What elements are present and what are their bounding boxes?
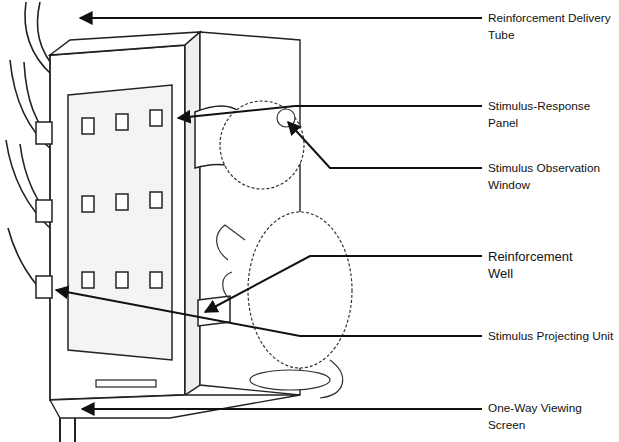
callout-label: One-Way Viewing Screen [486, 400, 618, 434]
callout-label: Stimulus-Response Panel [486, 98, 618, 132]
projecting-units [36, 122, 52, 298]
floor-slot [96, 380, 156, 387]
monkey [217, 101, 352, 398]
response-keys [82, 110, 162, 288]
response-panel [68, 85, 172, 360]
box-top [50, 32, 200, 55]
callout-label: Reinforcement Well [486, 248, 600, 282]
panel-wall [50, 45, 185, 400]
screen-post [59, 418, 61, 442]
leader-lines [56, 18, 482, 409]
callout-label: Stimulus Observation Window [486, 160, 618, 194]
callout-label: Stimulus Projecting Unit [486, 328, 618, 345]
box-floor [50, 395, 300, 418]
screen-post [74, 418, 76, 442]
box-edge [185, 32, 200, 395]
callout-label: Reinforcement Delivery Tube [486, 10, 618, 44]
